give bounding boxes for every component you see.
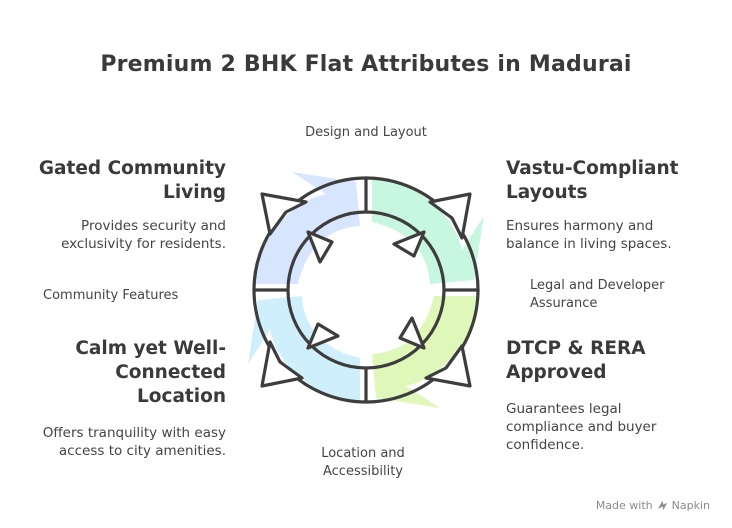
quadrant-label-top: Design and Layout (305, 125, 427, 140)
cycle-segment-bottom-left (248, 296, 360, 402)
quadrant-label-bottom: Location and Accessibility (321, 446, 405, 479)
inner-notch-top-right-icon (392, 230, 426, 258)
item-heading-dtcp-rera: DTCP & RERA Approved (506, 338, 646, 383)
item-description-gated-community: Provides security and exclusivity for re… (61, 218, 226, 252)
arrowhead-bottom-left-icon (260, 340, 304, 388)
item-description-vastu-compliant: Ensures harmony and balance in living sp… (506, 218, 672, 252)
item-heading-location: Calm yet Well-Connected Location (75, 338, 226, 407)
footer-attribution[interactable]: Made with Napkin (596, 499, 710, 512)
quadrant-label-right: Legal and Developer Assurance (530, 278, 665, 311)
napkin-brand-label: Napkin (671, 499, 710, 512)
arrowhead-bottom-right-icon (424, 344, 472, 388)
item-heading-gated-community: Gated Community Living (38, 158, 226, 203)
cycle-outline (252, 176, 480, 404)
inner-notch-bottom-left-icon (306, 322, 340, 350)
made-with-label: Made with (595, 499, 653, 512)
napkin-logo-icon (657, 500, 667, 511)
cycle-segment-bottom-right (372, 296, 478, 408)
quadrant-label-left: Community Features (43, 288, 179, 303)
arrowhead-top-left-icon (260, 192, 308, 236)
inner-ring (286, 210, 446, 370)
cycle-diagram (248, 172, 484, 408)
inner-notch-bottom-right-icon (398, 316, 426, 350)
inner-notch-top-left-icon (306, 230, 334, 264)
item-heading-vastu-compliant: Vastu-Compliant Layouts (506, 158, 679, 203)
cycle-segment-top-right (372, 178, 484, 284)
item-description-dtcp-rera: Guarantees legal compliance and buyer co… (506, 401, 657, 453)
item-description-location: Offers tranquility with easy access to c… (42, 425, 226, 459)
arrowhead-top-right-icon (428, 192, 472, 240)
page-title: Premium 2 BHK Flat Attributes in Madurai (100, 52, 632, 77)
cycle-segment-top-left (254, 172, 360, 284)
